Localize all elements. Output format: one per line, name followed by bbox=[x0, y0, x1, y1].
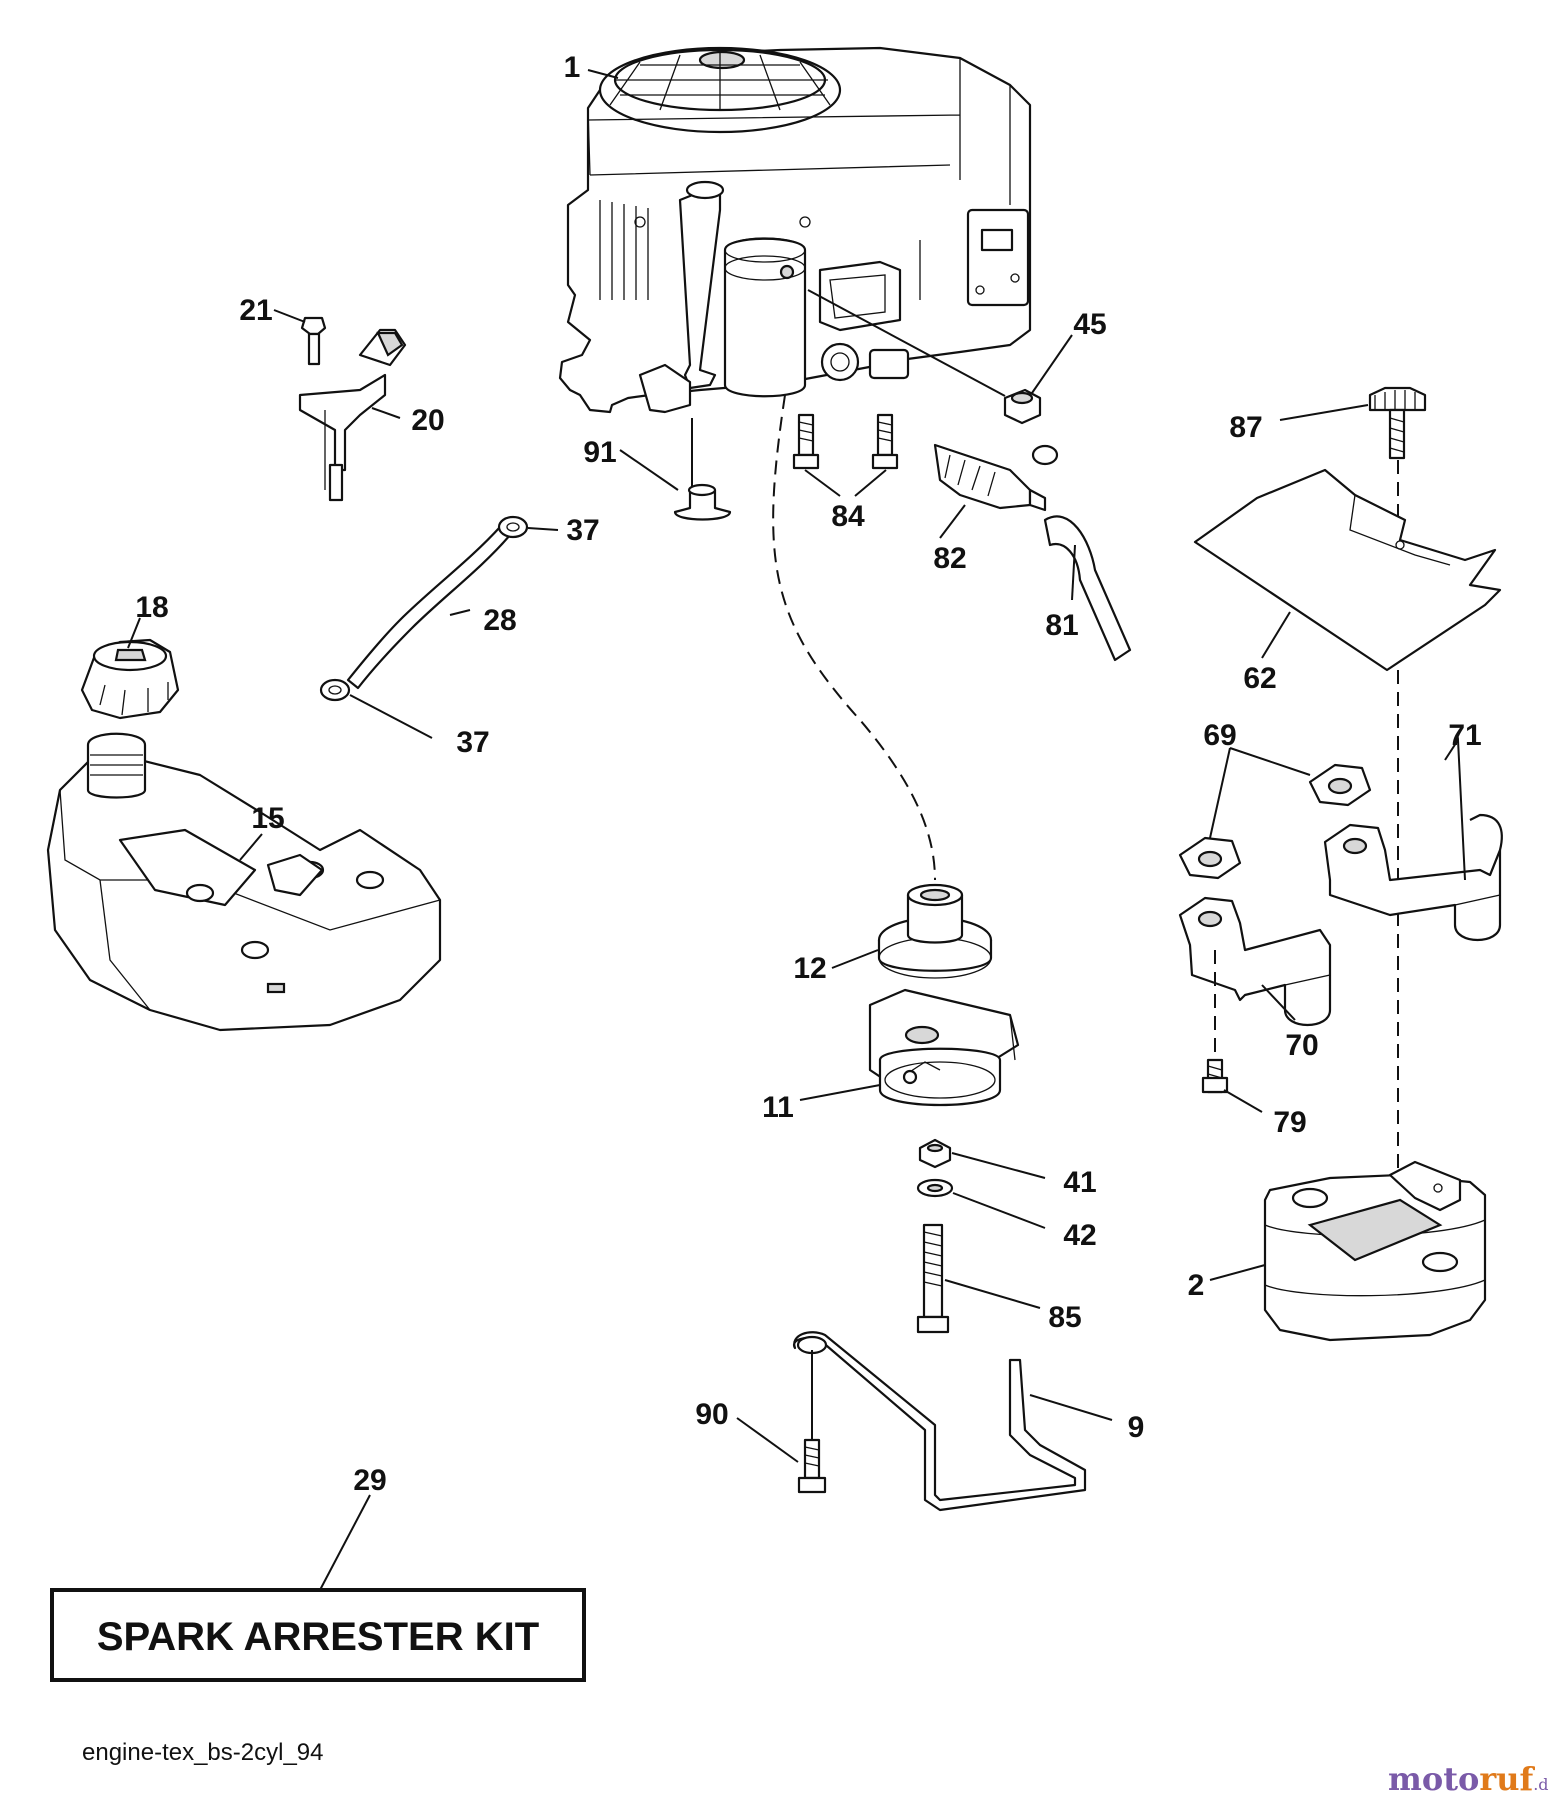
label-part-69: 69 bbox=[1203, 719, 1236, 752]
part-79-screw bbox=[1201, 1058, 1229, 1094]
label-part-41: 41 bbox=[1063, 1166, 1096, 1199]
part-12-pulley bbox=[877, 883, 993, 979]
label-part-28: 28 bbox=[483, 604, 516, 637]
part-2-muffler bbox=[1263, 1160, 1487, 1342]
callout-labels: 1 21 20 45 87 91 84 82 37 28 81 62 18 37… bbox=[135, 51, 1481, 1497]
part-70-exhaust-pipe bbox=[1178, 896, 1332, 1027]
part-84-bolts bbox=[792, 413, 899, 470]
label-part-1: 1 bbox=[564, 51, 581, 84]
label-part-20: 20 bbox=[411, 404, 444, 437]
label-part-12: 12 bbox=[793, 952, 826, 985]
svg-text:motoruf.de: motoruf.de bbox=[1388, 1760, 1549, 1798]
part-41-washer bbox=[918, 1138, 952, 1169]
part-82-fuel-filter bbox=[933, 443, 1059, 512]
label-part-81: 81 bbox=[1045, 609, 1078, 642]
label-part-82: 82 bbox=[933, 542, 966, 575]
part-15-fuel-tank bbox=[46, 732, 442, 1032]
part-11-clutch bbox=[868, 988, 1020, 1107]
engine-block bbox=[558, 46, 1032, 414]
spark-arrester-kit-label: SPARK ARRESTER KIT bbox=[97, 1615, 539, 1659]
label-part-37-upper: 37 bbox=[566, 514, 599, 547]
diagram-code: engine-tex_bs-2cyl_94 bbox=[82, 1739, 324, 1766]
part-45-nut bbox=[1003, 388, 1042, 425]
part-71-exhaust-pipe bbox=[1323, 813, 1503, 942]
label-part-42: 42 bbox=[1063, 1219, 1096, 1252]
part-28-fuel-line bbox=[346, 525, 512, 690]
part-37-clamp-upper bbox=[497, 515, 529, 539]
label-part-2: 2 bbox=[1188, 1269, 1205, 1302]
label-part-15: 15 bbox=[251, 802, 284, 835]
part-62-heat-shield bbox=[1193, 468, 1502, 672]
part-20-throttle-bracket bbox=[298, 328, 407, 502]
label-part-90: 90 bbox=[695, 1398, 728, 1431]
part-69-gasket-a bbox=[1308, 763, 1372, 807]
part-81-hose bbox=[1043, 515, 1132, 662]
label-part-87: 87 bbox=[1229, 411, 1262, 444]
part-91-bushing bbox=[673, 483, 732, 521]
label-part-29: 29 bbox=[353, 1464, 386, 1497]
label-part-71: 71 bbox=[1448, 719, 1481, 752]
part-69-gasket-b bbox=[1178, 836, 1242, 880]
part-21-screw bbox=[300, 316, 327, 366]
label-part-11: 11 bbox=[762, 1091, 794, 1124]
part-90-bolt bbox=[797, 1438, 827, 1494]
label-part-91: 91 bbox=[583, 436, 616, 469]
label-part-37-lower: 37 bbox=[456, 726, 489, 759]
label-part-70: 70 bbox=[1285, 1029, 1318, 1062]
part-18-fuel-cap bbox=[80, 638, 180, 720]
label-part-21: 21 bbox=[239, 294, 272, 327]
label-part-84: 84 bbox=[831, 500, 865, 533]
label-part-18: 18 bbox=[135, 591, 168, 624]
part-87-knob bbox=[1368, 386, 1427, 460]
label-part-62: 62 bbox=[1243, 662, 1276, 695]
part-42-washer bbox=[916, 1178, 954, 1198]
spark-arrester-kit-box bbox=[50, 1588, 586, 1682]
label-part-85: 85 bbox=[1048, 1301, 1081, 1334]
label-part-45: 45 bbox=[1073, 308, 1106, 341]
part-9-bracket-rod bbox=[792, 1331, 1087, 1512]
label-part-79: 79 bbox=[1273, 1106, 1306, 1139]
label-part-9: 9 bbox=[1128, 1411, 1145, 1444]
watermark-logo: motoruf.de bbox=[1388, 1760, 1549, 1798]
part-85-bolt bbox=[916, 1223, 950, 1334]
part-37-clamp-lower bbox=[319, 678, 351, 702]
